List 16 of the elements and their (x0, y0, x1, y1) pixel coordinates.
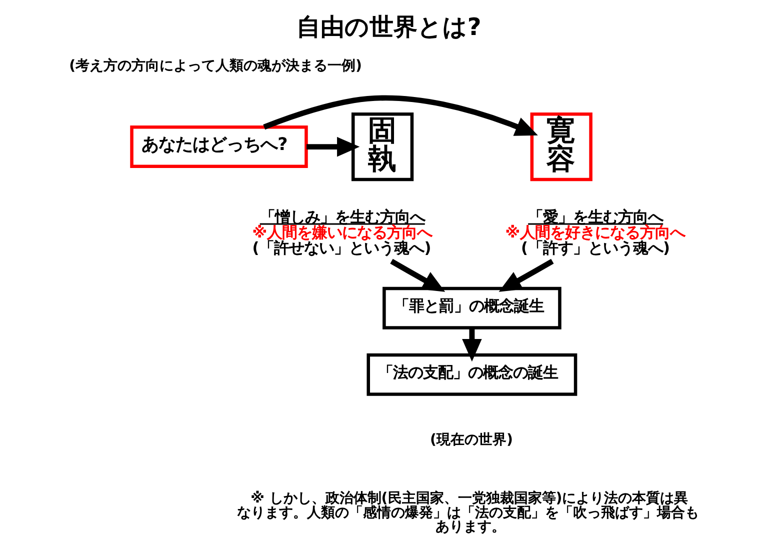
node-text: 「愛」を生む方向へ ※人間を好きになる方向へ (「許す」という魂へ) (505, 208, 686, 257)
node-box: 固執 (351, 112, 414, 182)
node-box: あなたはどっちへ? (130, 126, 308, 168)
label: (現在の世界) (430, 432, 513, 448)
node-box: 「罪と罰」の概念誕生 (382, 286, 562, 330)
arrow (498, 258, 554, 292)
arrow (306, 136, 360, 157)
label: (考え方の方向によって人類の魂が決まる一例) (69, 58, 362, 74)
node-box: 寛容 (530, 112, 592, 182)
arrow (390, 258, 446, 292)
node-text: 「憎しみ」を生む方向へ ※人間を嫌いになる方向へ (「許せない」という魂へ) (252, 208, 432, 257)
arrow (462, 328, 482, 362)
node-box: 「法の支配」の概念の誕生 (366, 353, 578, 396)
diagram-title: 自由の世界とは? (296, 13, 482, 42)
arrow (263, 95, 538, 136)
label: ※ しかし、政治体制(民主国家、一党独裁国家等)により法の本質は異なります。人類の「感情の爆発」は「法の支配」を「吹っ飛ばす」場合もあります。 (236, 490, 699, 536)
